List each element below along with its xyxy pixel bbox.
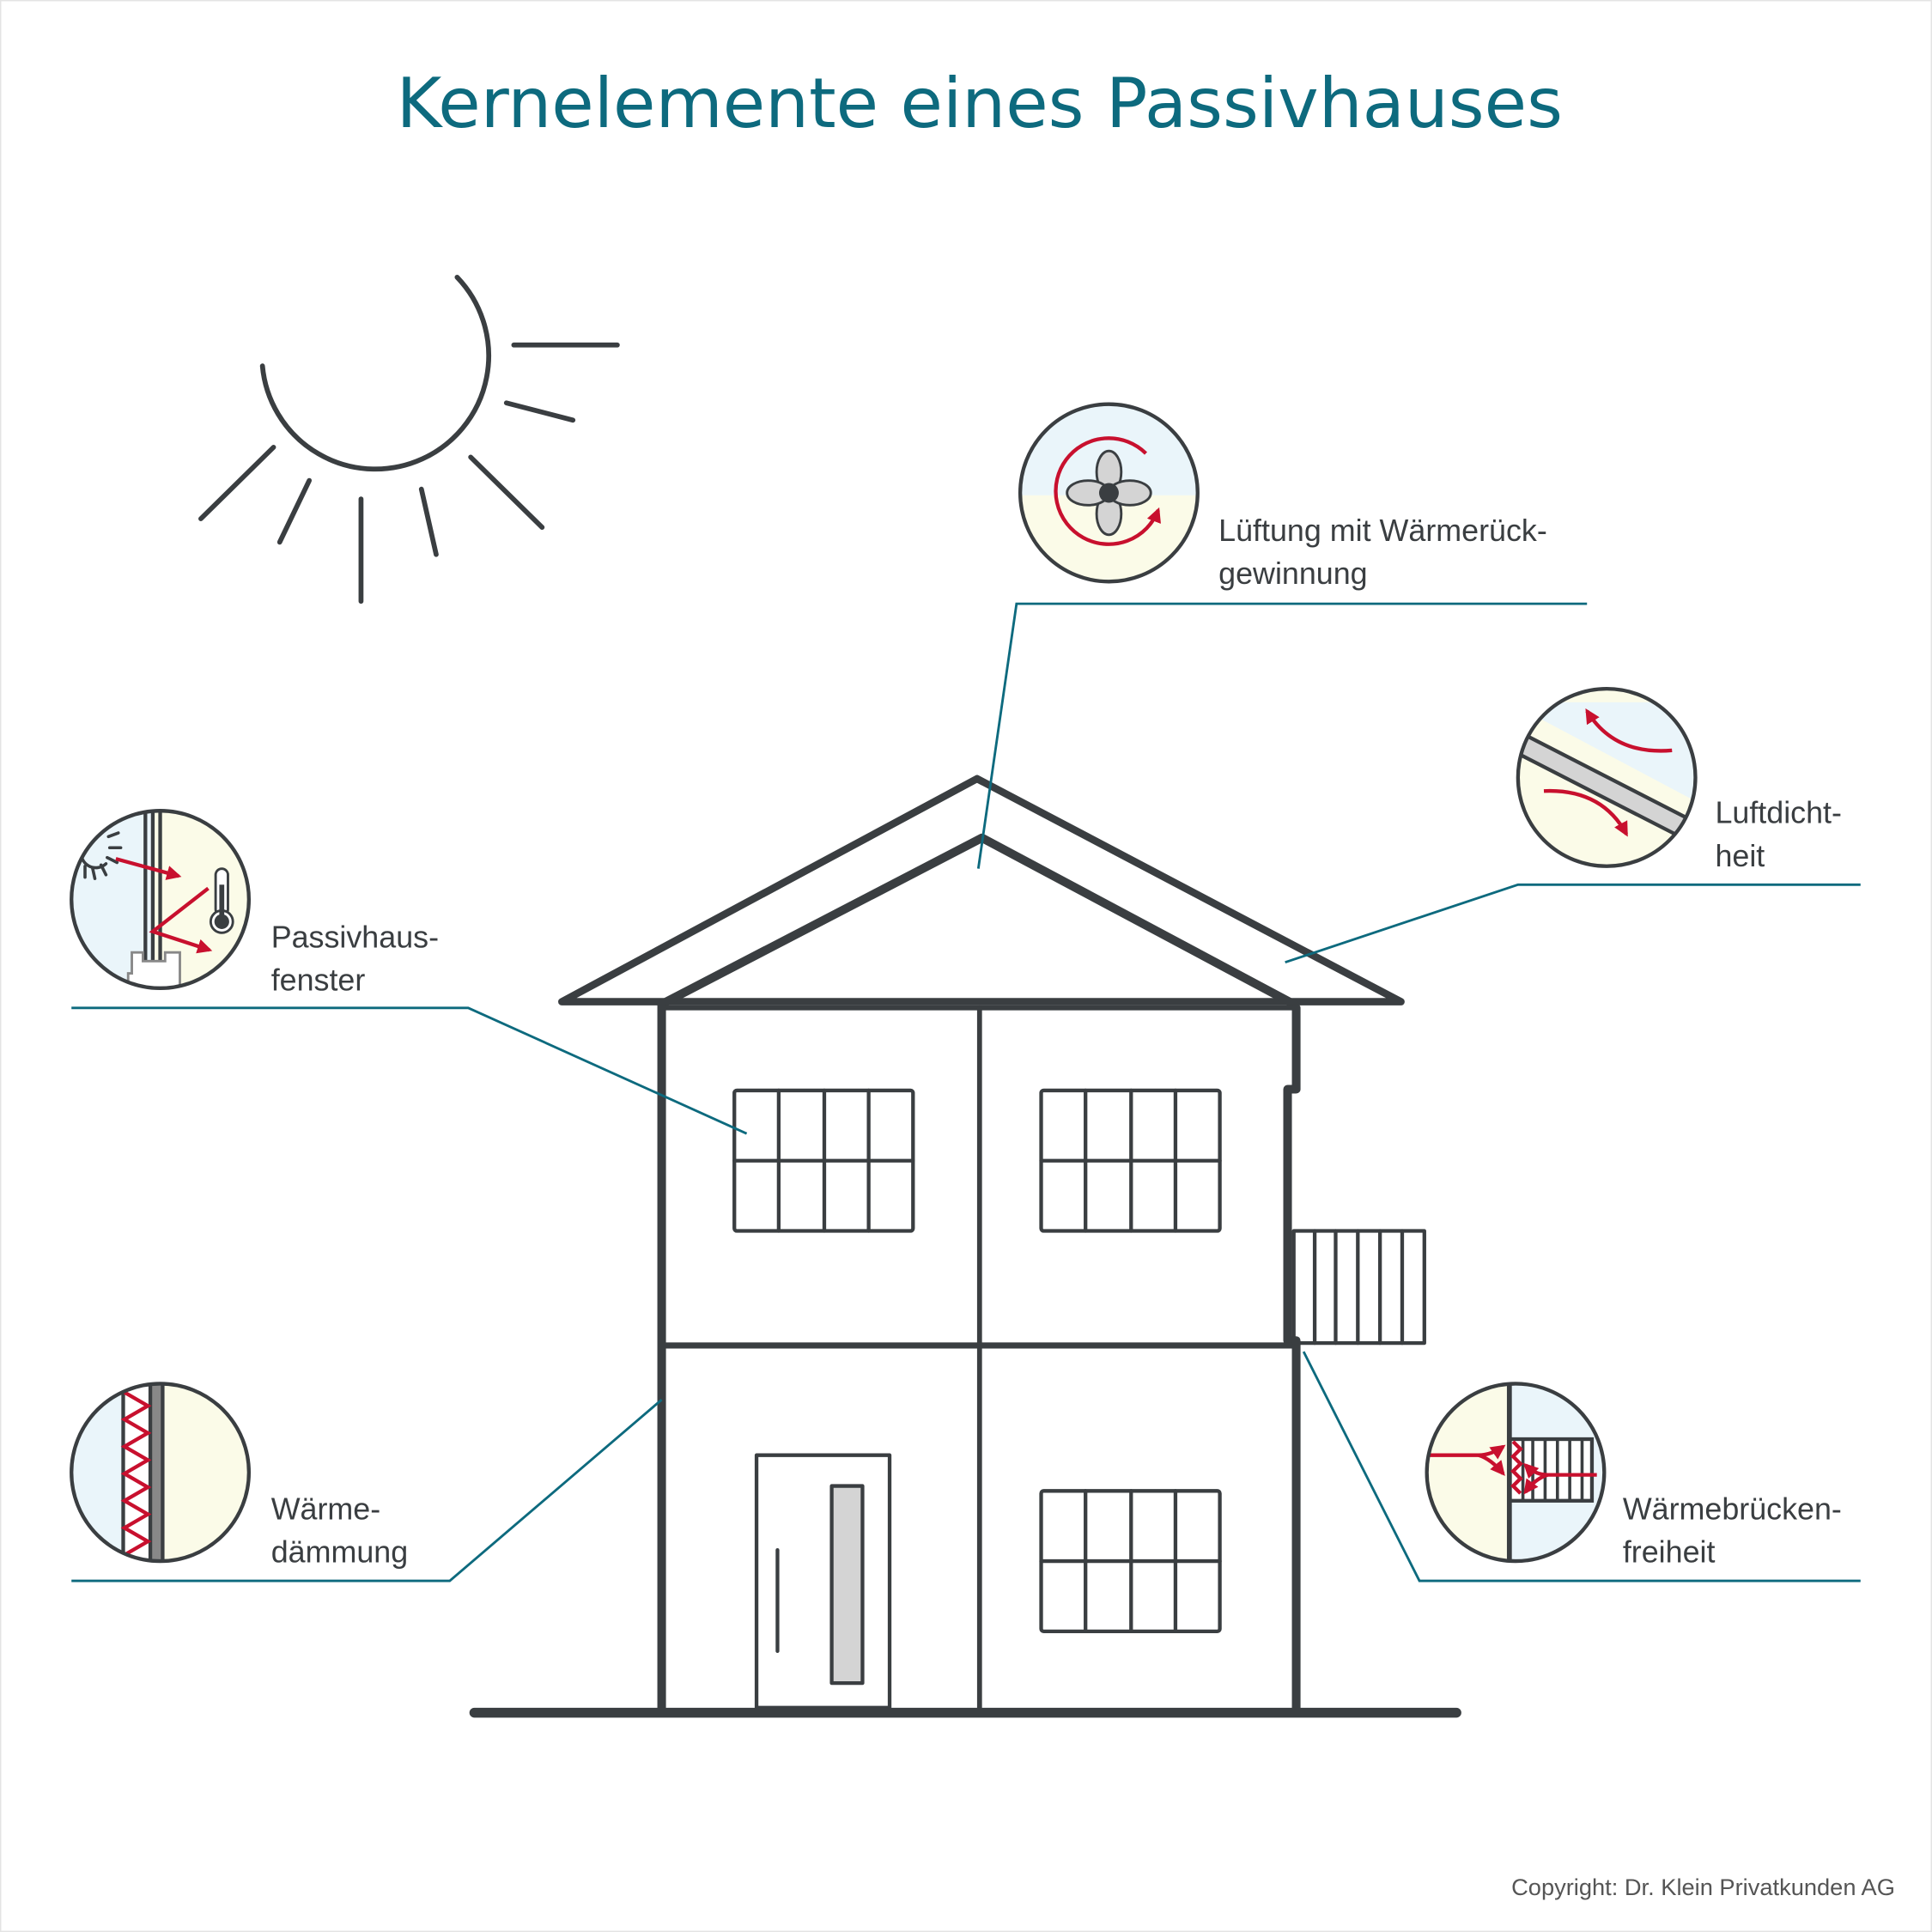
airtightness-icon bbox=[1516, 686, 1698, 868]
house-illustration bbox=[469, 775, 1461, 1718]
copyright-text: Copyright: Dr. Klein Privatkunden AG bbox=[1511, 1874, 1895, 1900]
page-title: Kernelemente eines Passivhauses bbox=[397, 63, 1563, 143]
label-daemmung-line2: dämmung bbox=[271, 1535, 408, 1570]
label-daemmung-line1: Wärme- bbox=[271, 1492, 381, 1526]
label-fenster-line2: fenster bbox=[271, 963, 366, 998]
label-waermebruecken-line2: freiheit bbox=[1623, 1535, 1716, 1570]
leader-lines bbox=[71, 602, 1861, 1583]
label-lueftung-line1: Lüftung mit Wärmerück- bbox=[1218, 513, 1547, 548]
label-luftdichtheit-line1: Luftdicht- bbox=[1715, 796, 1841, 830]
label-fenster-line1: Passivhaus- bbox=[271, 920, 439, 954]
sun-icon bbox=[198, 274, 620, 605]
label-lueftung-line2: gewinnung bbox=[1218, 556, 1367, 591]
label-waermebruecken-line1: Wärmebrücken- bbox=[1623, 1492, 1842, 1526]
label-luftdichtheit-line2: heit bbox=[1715, 839, 1765, 873]
